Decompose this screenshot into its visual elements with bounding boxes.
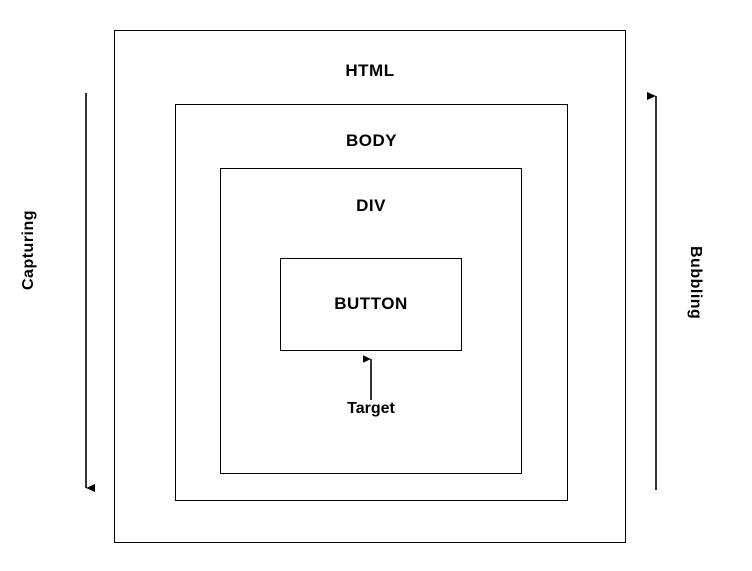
dom-box-label-body: BODY (345, 131, 398, 150)
dom-box-button: BUTTON (280, 258, 462, 351)
dom-box-label-button: BUTTON (334, 294, 408, 313)
target-label: Target (347, 400, 395, 417)
phase-label-bubbling: Bubbling (687, 246, 704, 320)
dom-box-body: BODY DIV BUTTON (175, 104, 568, 501)
dom-box-div: DIV BUTTON (220, 168, 522, 474)
dom-box-label-div: DIV (356, 196, 386, 215)
dom-box-html: HTML BODY DIV BUTTON (114, 30, 626, 543)
dom-box-label-html: HTML (345, 61, 395, 80)
phase-label-capturing: Capturing (20, 209, 37, 290)
